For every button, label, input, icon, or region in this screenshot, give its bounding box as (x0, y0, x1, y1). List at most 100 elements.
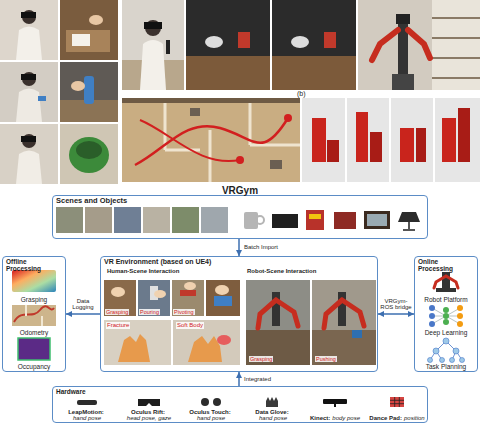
online-icon-part (429, 321, 435, 327)
robot-interaction-image-part (324, 300, 364, 328)
vr-view (60, 0, 118, 184)
user-photo-part (38, 96, 46, 101)
image-caption: Pivoting (173, 309, 195, 315)
human-interaction-image-part (138, 280, 170, 316)
block-stacking-view-part (356, 112, 368, 162)
user-photo (0, 0, 58, 184)
offline-icon-part (26, 305, 42, 326)
object-thumbnail-part (367, 214, 387, 226)
hardware-item: Kinect:body pose (305, 396, 365, 422)
section-panel: Human-Scene Interaction (105, 268, 243, 369)
hardware-item: LeapMotion:hand pose (57, 396, 117, 422)
module-item: Task Planning (417, 337, 475, 370)
vr-view-part (66, 30, 110, 52)
device-signal: hand pose (73, 415, 101, 422)
node-heading: Robot-Scene Interaction (247, 268, 316, 275)
human-interaction-image-part (118, 334, 150, 362)
hardware-icon-part (323, 399, 347, 404)
vr-view-part (60, 124, 118, 184)
block-stacking-view-part (400, 128, 414, 162)
module-item: Grasping (5, 268, 63, 303)
device-signal: hand pose (197, 415, 225, 422)
node-label: Task Planning (426, 363, 466, 370)
hardware-icon-part (201, 398, 209, 406)
block-stacking-view-part (370, 132, 382, 162)
online-icon-part (443, 338, 449, 344)
hardware-item: Oculus Touch:hand pose (181, 396, 241, 422)
edge-label: Batch Import (243, 244, 279, 251)
object-thumbnail-part (306, 210, 324, 230)
map-view-part (122, 98, 300, 182)
hardware-icon-part (390, 397, 404, 407)
group-box: HardwareLeapMotion:hand poseOculus Rift:… (52, 386, 428, 423)
device-name: Oculus Rift: (131, 409, 165, 416)
map-view-part (270, 160, 282, 169)
node-heading: Online Processing (418, 258, 474, 272)
hardware-icon-part (390, 397, 404, 407)
vr-photo-part (238, 32, 250, 48)
object-thumbnail-part (272, 214, 298, 228)
node-heading: Human-Scene Interaction (107, 268, 179, 275)
user-photo-part (0, 0, 58, 60)
map-view-part (165, 103, 300, 182)
object-thumbnail-part (309, 214, 321, 219)
device-name: Kinect: (310, 415, 330, 422)
online-icon-part (443, 313, 449, 319)
vr-photo (122, 0, 480, 90)
online-icon-part (460, 358, 465, 363)
hardware-icon-part (266, 397, 278, 407)
online-icon-part (429, 313, 435, 319)
map-view-part (122, 98, 300, 103)
scene-thumbnail-part (56, 207, 83, 233)
vr-photo-part (122, 0, 184, 90)
object-thumbnail-part (403, 229, 415, 231)
human-interaction-image-part (111, 287, 125, 297)
scene-thumbnail-part (85, 207, 112, 233)
vr-view-part (69, 137, 109, 173)
vr-photo-part (272, 0, 356, 90)
vr-photo-part (272, 56, 356, 90)
device-name: LeapMotion: (68, 409, 104, 416)
node-heading: VR Environment (based on UE4) (104, 258, 211, 266)
connector-arrow (66, 313, 100, 315)
human-interaction-image-part (214, 296, 232, 306)
offline-icon-part (18, 338, 50, 360)
vr-photo-part (205, 36, 223, 48)
vr-photo-part (372, 30, 430, 60)
user-photo-part (0, 124, 58, 184)
online-icon-part (457, 313, 463, 319)
node-label: Grasping (21, 296, 47, 303)
object-thumbnail (244, 210, 420, 231)
human-interaction-image-part (173, 320, 240, 365)
user-photo-part (16, 27, 42, 61)
block-stacking-view-part (442, 118, 456, 162)
hardware-icon-part (77, 400, 97, 405)
scene-thumbnail-part (143, 207, 170, 233)
image-caption: Pushing (315, 356, 337, 362)
diagram-title: VRGym (0, 185, 480, 196)
online-icon-part (443, 307, 449, 313)
vr-photo-part (186, 56, 270, 90)
robot-interaction-image (246, 280, 376, 365)
robot-interaction-image-part (312, 330, 376, 365)
image-caption: Fracture (106, 322, 130, 329)
hardware-item: Data Glove:hand pose (243, 396, 303, 422)
device-signal: body pose (332, 415, 360, 422)
robot-interaction-image-part (272, 292, 280, 326)
vr-view-part (76, 141, 102, 159)
online-icon-part (429, 305, 435, 311)
online-icon-part (450, 358, 455, 363)
panel-letter: (b) (296, 90, 307, 98)
node-label: Odometry (20, 329, 49, 336)
vr-photo-part (396, 14, 410, 24)
vr-photo-part (358, 0, 480, 90)
online-icon (428, 272, 465, 363)
section-panel: Robot-Scene Interaction (245, 268, 375, 369)
human-interaction-image-part (154, 290, 166, 298)
group-box: Offline ProcessingGraspingOdometryOccupa… (2, 256, 66, 372)
block-stacking-view-part (416, 128, 426, 162)
module-item: Deep Learning (417, 304, 475, 336)
device-name: Data Glove: (255, 409, 288, 416)
